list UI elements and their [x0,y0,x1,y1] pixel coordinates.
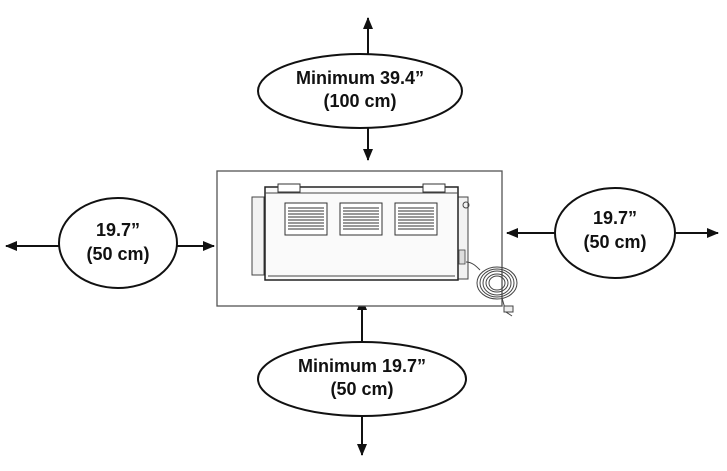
right-clearance-line2: (50 cm) [583,232,646,252]
vent-grille-right [394,202,438,236]
mount-bracket-left [251,196,265,276]
bottom-clearance: Minimum 19.7” (50 cm) [257,298,467,456]
top-clearance-line1: Minimum 39.4” [296,68,424,88]
left-clearance: 19.7” (50 cm) [5,197,215,289]
top-tab-left [277,183,301,193]
right-clearance-line1: 19.7” [593,208,637,228]
left-clearance-ellipse [58,197,178,289]
vent-grille-center [339,202,383,236]
top-tab-right [422,183,446,193]
power-cord-coil [465,261,518,317]
right-clearance: 19.7” (50 cm) [506,187,719,279]
bottom-clearance-line2: (50 cm) [330,379,393,399]
left-clearance-line2: (50 cm) [86,244,149,264]
left-clearance-line1: 19.7” [96,220,140,240]
top-clearance-line2: (100 cm) [323,91,396,111]
heater-unit [216,170,518,317]
top-clearance: Minimum 39.4” (100 cm) [257,17,463,161]
mount-bracket-right [457,196,469,280]
top-clearance-ellipse [257,53,463,129]
bottom-clearance-line1: Minimum 19.7” [298,356,426,376]
vent-grille-left [284,202,328,236]
